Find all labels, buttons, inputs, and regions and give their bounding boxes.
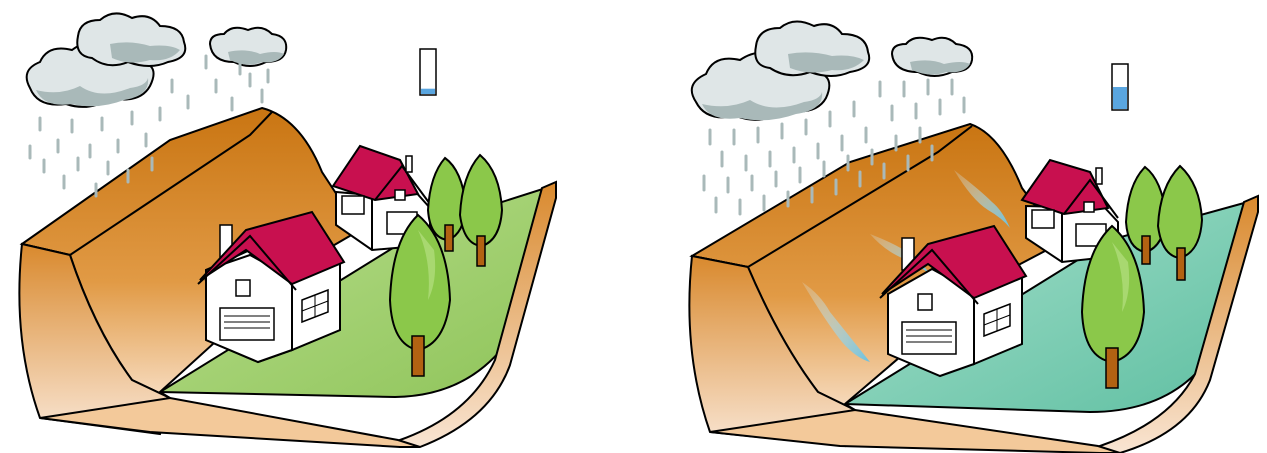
rain-gauge xyxy=(420,49,436,95)
gauge-fill xyxy=(421,89,435,94)
cloud-shade xyxy=(228,50,284,64)
cloud-group xyxy=(692,21,972,120)
panel-right xyxy=(689,21,1258,453)
rain-gauge xyxy=(1112,64,1128,110)
cloud-group xyxy=(27,13,287,106)
window xyxy=(918,294,932,310)
panel-left xyxy=(19,13,556,447)
window xyxy=(342,196,364,214)
window xyxy=(1032,210,1054,228)
window xyxy=(236,280,250,296)
window xyxy=(1084,202,1094,212)
garage-door xyxy=(902,322,956,354)
window xyxy=(395,190,405,200)
garage-door xyxy=(220,308,274,340)
gauge-fill xyxy=(1113,87,1127,109)
